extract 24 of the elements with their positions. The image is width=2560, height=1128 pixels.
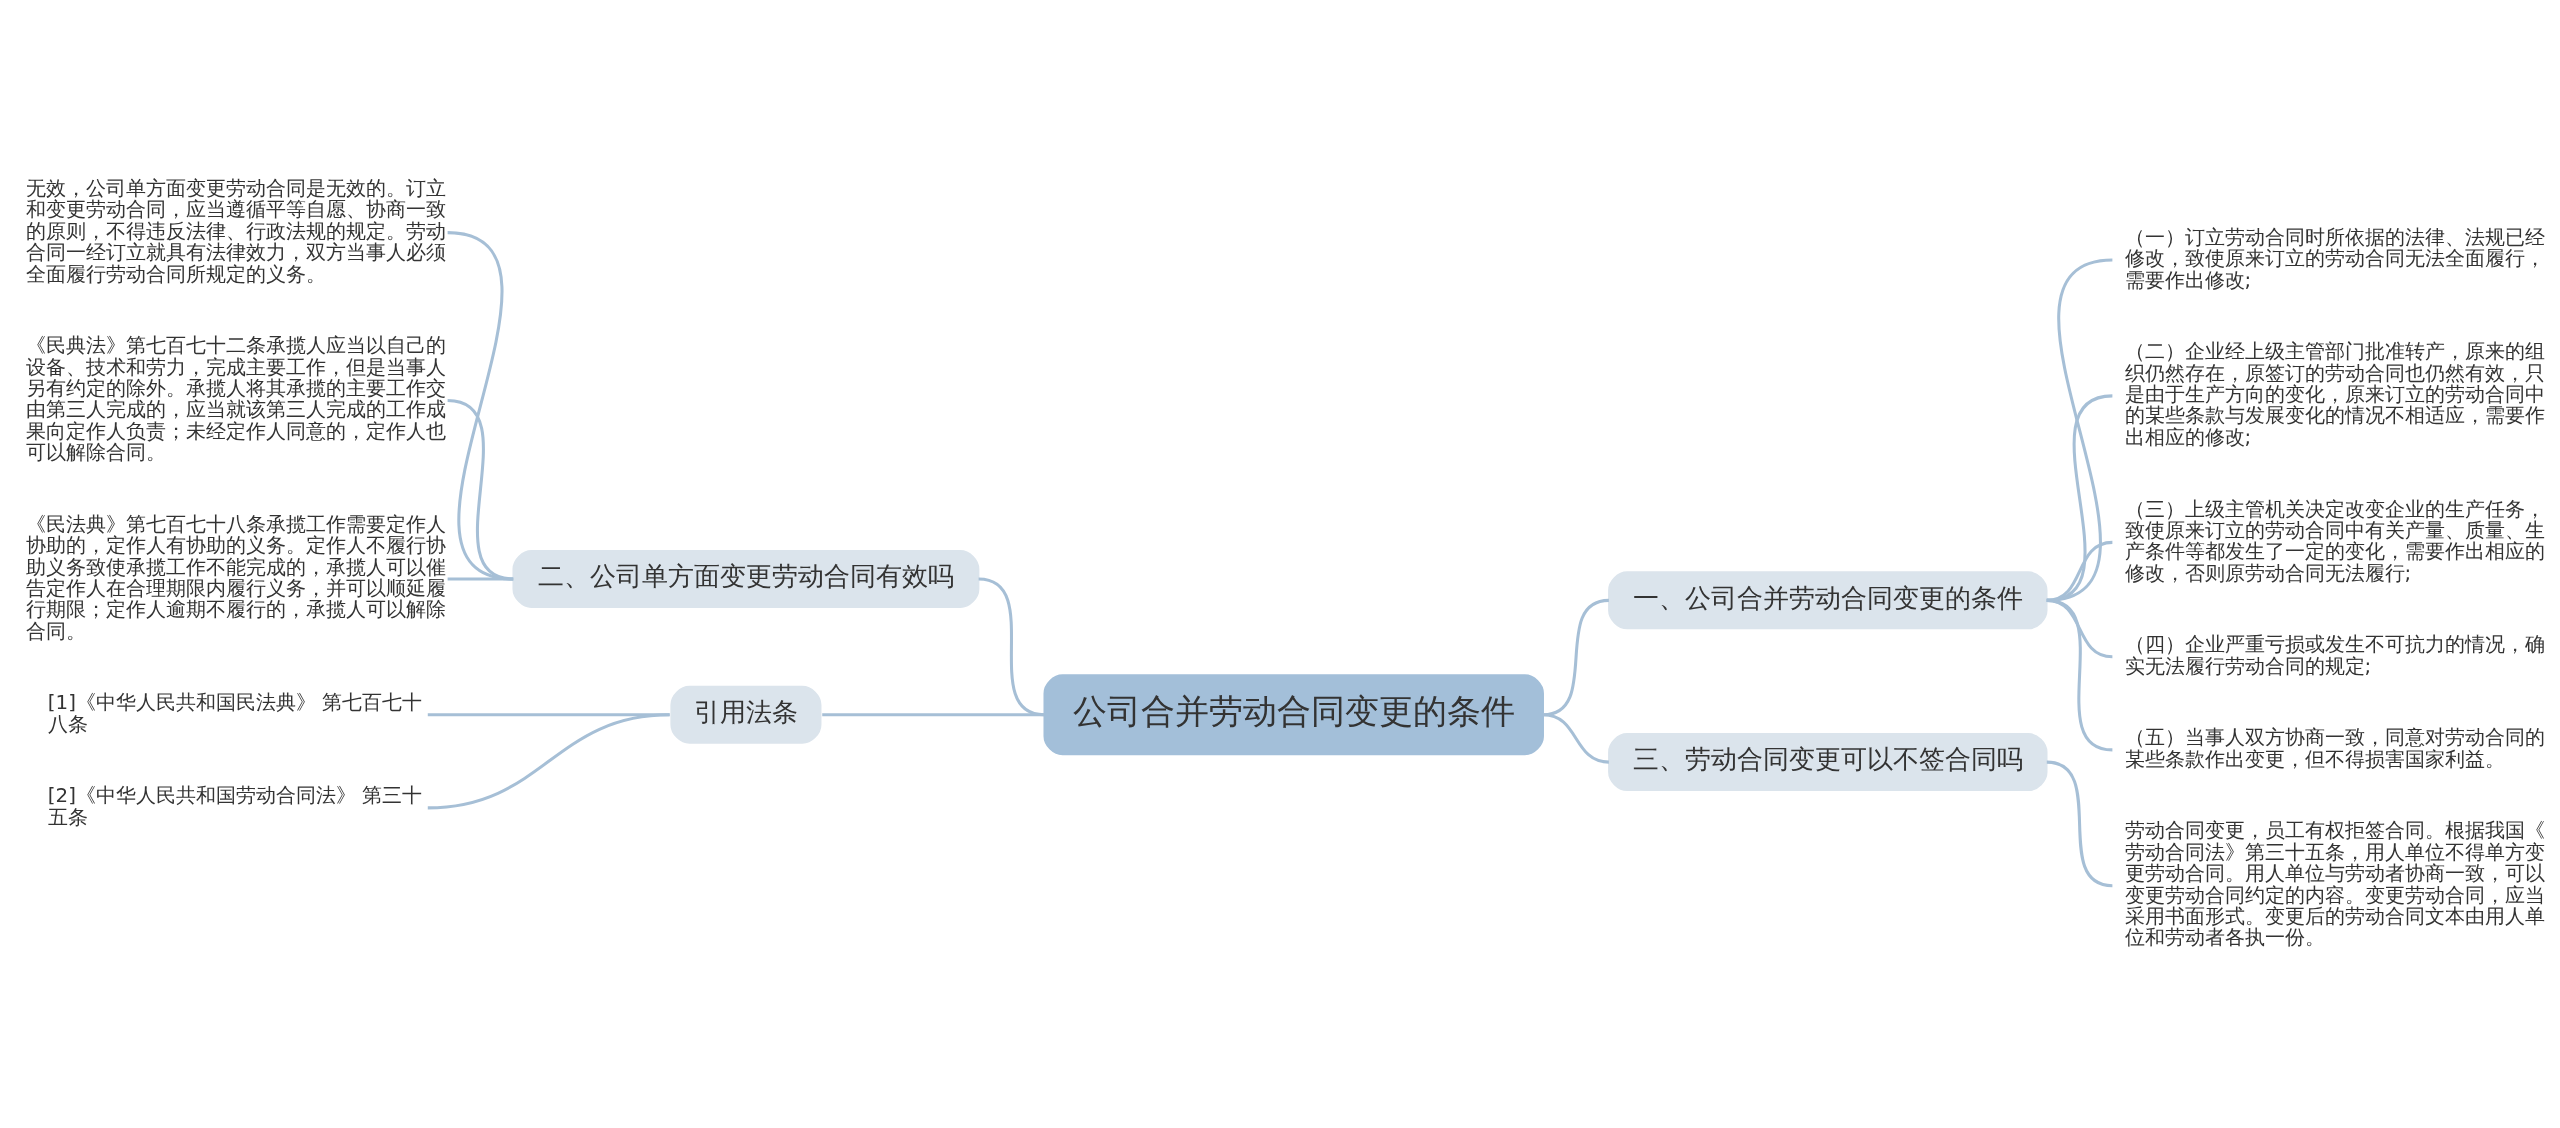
node-box: 二、公司单方面变更劳动合同有效吗 <box>512 549 980 608</box>
node-text: 劳动合同变更，员工有权拒签合同。根据我国《劳动合同法》第三十五条，用人单位不得单方变更劳动合同。用人单位与劳动者协商一致，可以变更劳动合同约定的内容。变更劳动合同，应当采用书面形式。变更后的劳动合同文本由用人单位和劳动者各执一份。 <box>2124 818 2545 949</box>
connector <box>427 712 670 809</box>
connector <box>822 712 1045 716</box>
node-text: （三）上级主管机关决定改变企业的生产任务，致使原来订立的劳动合同中有关产量、质量、生产条件等都发生了一定的变化，需要作出相应的修改，否则原劳动合同无法履行; <box>2124 497 2545 585</box>
connector <box>2046 598 2113 751</box>
node-text: （四）企业严重亏损或发生不可抗力的情况，确实无法履行劳动合同的规定; <box>2124 632 2545 678</box>
node-box: 引用法条 <box>670 685 822 744</box>
connector <box>447 230 514 580</box>
node-box: 一、公司合并劳动合同变更的条件 <box>1608 570 2048 629</box>
node-text: 《民法典》第七百七十八条承揽工作需要定作人协助的，定作人有协助的义务。定作人不履行协助义务致使承揽工作不能完成的，承揽人可以催告定作人在合理期限内履行义务，并可以顺延履行期限；定作人逾期不履行的，承揽人可以解除合同。 <box>26 512 447 643</box>
node-text: [2]《中华人民共和国劳动合同法》 第三十五条 <box>47 783 423 829</box>
node-text: （二）企业经上级主管部门批准转产，原来的组织仍然存在，原签订的劳动合同也仍然有效，只是由于生产方向的变化，原来订立的劳动合同中的某些条款与发展变化的情况不相适应，需要作出相应的修改; <box>2124 339 2545 449</box>
connector <box>1543 712 1609 764</box>
connector <box>447 576 514 581</box>
node-box: 公司合并劳动合同变更的条件 <box>1043 673 1544 755</box>
node-text: （一）订立劳动合同时所依据的法律、法规已经修改，致使原来订立的劳动合同无法全面履行，需要作出修改; <box>2124 225 2545 292</box>
node-text: （五）当事人双方协商一致，同意对劳动合同的某些条款作出变更，但不得损害国家利益。 <box>2124 725 2545 771</box>
node-text: [1]《中华人民共和国民法典》 第七百七十八条 <box>47 690 423 736</box>
node-text: 《民典法》第七百七十二条承揽人应当以自己的设备、技术和劳力，完成主要工作，但是当事人另有约定的除外。承揽人将其承揽的主要工作交由第三人完成的，应当就该第三人完成的工作成果向定作人负责；未经定作人同意的，定作人也可以解除合同。 <box>26 333 447 464</box>
connector <box>2046 760 2113 887</box>
connector <box>447 398 514 580</box>
node-text: 无效，公司单方面变更劳动合同是无效的。订立和变更劳动合同，应当遵循平等自愿、协商一致的原则，不得违反法律、行政法规的规定。劳动合同一经订立就具有法律效力，双方当事人必须全面履行劳动合同所规定的义务。 <box>26 176 447 286</box>
node-box: 三、劳动合同变更可以不签合同吗 <box>1608 732 2048 791</box>
